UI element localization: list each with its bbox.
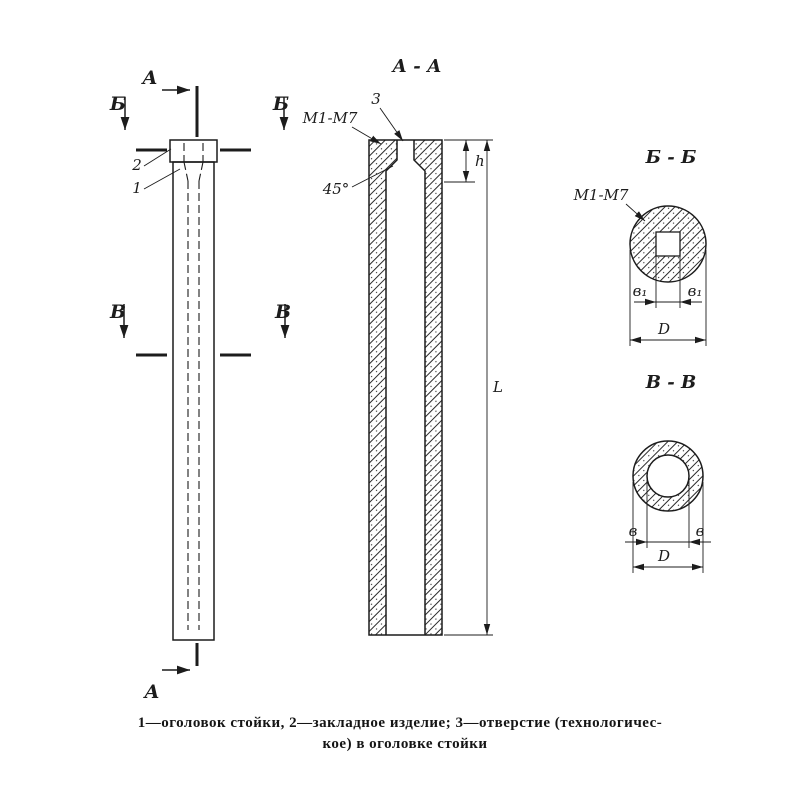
callout-1-leader [143,168,181,190]
hidden-line [198,161,204,182]
front-view: А А Б Б В В 2 1 [109,67,291,703]
callout-2-leader [143,148,172,167]
section-a-label-top: А [140,67,157,89]
section-bb-view: Б - Б М1-М7 в₁ в₁ D [573,147,707,346]
hidden-line [183,161,189,182]
caption-line-1: 1—оголовок стойки, 2—закладное изделие; … [138,715,663,731]
dimension-v1-right-label: в₁ [688,282,703,300]
dimension-D-bb-label: D [657,320,670,338]
dimension-h-label: h [475,152,485,170]
section-aa-hatched-body [368,139,443,636]
section-vv-view: В - В в в D [625,372,711,573]
section-vv-ring [632,440,704,512]
callout-1-label: 1 [132,179,142,197]
caption-line-2: кое) в оголовке стойки [322,736,487,752]
dimension-D-vv-label: D [657,547,670,565]
section-aa-angle-leader [351,165,394,188]
section-b-label-left: Б [109,93,126,115]
caption: 1—оголовок стойки, 2—закладное изделие; … [138,715,663,752]
section-aa-callout-3-label: 3 [371,90,381,108]
section-aa-title: А - А [390,56,441,77]
section-bb-square-hole [655,231,681,257]
callout-2-label: 2 [131,156,142,174]
section-aa-callout-3-leader [379,107,404,142]
section-a-label-bottom: А [142,681,159,703]
dimension-v-right-label: в [696,522,705,540]
section-aa-m1m7-label: М1-М7 [302,109,358,127]
section-bb-m1m7-label: М1-М7 [573,186,629,204]
section-b-label-right: Б [272,93,289,115]
section-v-label-right: В [274,301,291,323]
section-vv-title: В - В [645,372,696,393]
dimension-L-label: L [492,378,503,396]
section-bb-title: Б - Б [645,147,697,168]
section-aa-view: А - А М1-М7 3 45° h L [302,56,503,636]
section-v-label-left: В [109,301,126,323]
section-aa-m1m7-leader [351,126,382,145]
post-cap-outline [169,139,218,163]
section-aa-angle-label: 45° [322,180,350,198]
dimension-v1-left-label: в₁ [633,282,648,300]
post-body-outline [172,161,215,641]
